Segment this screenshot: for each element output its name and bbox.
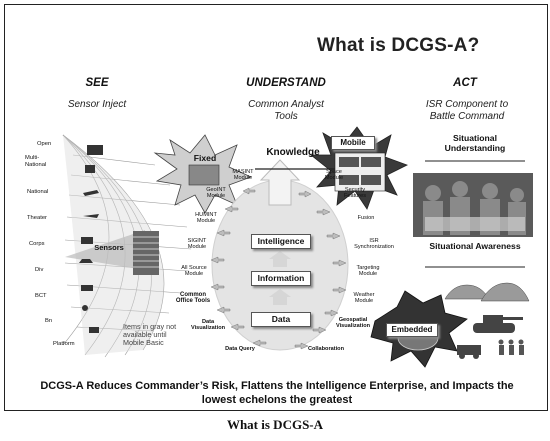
act-heading: ACT	[453, 77, 477, 89]
sensors-label: Sensors	[94, 243, 124, 252]
data-query: Data Query	[225, 346, 255, 352]
bottom-statement-line2: lowest echelons the greatest	[201, 394, 353, 406]
tank-icon	[473, 315, 523, 333]
weather-module: Weather Module	[353, 292, 375, 305]
tents-icon	[444, 282, 530, 302]
echelon-theater: Theater	[27, 215, 47, 221]
fixed-label: Fixed	[193, 153, 217, 163]
mobile-label: Mobile	[331, 136, 375, 150]
data-box: Data	[251, 312, 311, 327]
sensor-stack	[133, 231, 159, 275]
vehicle-icon	[457, 345, 481, 359]
data-visualization: Data Visualization	[190, 319, 226, 332]
embedded-label: Embedded	[386, 323, 438, 337]
masint-module: MASINT Module	[232, 169, 254, 182]
situational-awareness: Situational Awareness	[429, 241, 521, 251]
module-arrows	[210, 187, 347, 350]
humint-module: HUMINT Module	[195, 212, 217, 225]
common-office-tools: Common Office Tools	[175, 292, 211, 305]
security-features: Security Features	[343, 187, 367, 200]
echelon-corps: Corps	[29, 241, 45, 247]
bottom-statement: DCGS-A Reduces Commander’s Risk, Flatten…	[17, 379, 537, 407]
echelon-icons	[79, 145, 103, 333]
diagram-graphics	[62, 126, 533, 368]
act-subtitle: ISR Component to Battle Command	[407, 99, 527, 123]
collaboration: Collaboration	[307, 346, 345, 352]
understand-subtitle-line2: Tools	[274, 111, 298, 122]
intelligence-box: Intelligence	[251, 234, 311, 249]
echelon-platform: Platform	[53, 341, 75, 347]
geoint-module: GeoINT Module	[206, 187, 226, 200]
understand-heading: UNDERSTAND	[246, 77, 326, 89]
bottom-statement-line1: DCGS-A Reduces Commander’s Risk, Flatten…	[40, 380, 514, 392]
information-box: Information	[251, 271, 311, 286]
fixed-map	[188, 164, 220, 186]
echelon-div: Div	[35, 267, 44, 273]
slide: What is DCGS-A? SEE Sensor Inject UNDERS…	[4, 4, 548, 411]
see-subtitle: Sensor Inject	[67, 99, 127, 110]
sigint-module: SIGINT Module	[187, 238, 207, 251]
knowledge-arrow	[259, 159, 301, 206]
fusion-module: Fusion	[357, 215, 375, 221]
soldiers-icon	[498, 339, 524, 355]
understand-subtitle: Common Analyst Tools	[231, 99, 341, 123]
targeting-module: Targeting Module	[356, 265, 380, 278]
see-heading: SEE	[85, 77, 109, 89]
echelon-multi-national: Multi-National	[25, 155, 47, 168]
act-subtitle-line1: ISR Component to	[425, 99, 509, 110]
echelon-national: National	[27, 189, 49, 195]
knowledge-label: Knowledge	[266, 147, 320, 158]
understand-subtitle-line1: Common Analyst	[248, 99, 324, 110]
echelon-bct: BCT	[35, 293, 47, 299]
act-subtitle-line2: Battle Command	[429, 111, 505, 122]
all-source-module: All Source Module	[181, 265, 207, 278]
figure-caption: What is DCGS-A	[226, 417, 324, 432]
geospatial-visualization: Geospatial Visualization	[335, 317, 371, 330]
slide-title: What is DCGS-A?	[317, 35, 480, 56]
echelon-bn: Bn	[45, 318, 53, 324]
gray-items-note: Items in gray not available until Mobile…	[123, 322, 177, 348]
space-module: Space Module	[324, 169, 344, 182]
situational-understanding: Situational Understanding	[444, 133, 506, 153]
isr-synchronization: ISR Synchronization	[354, 238, 394, 251]
echelon-open: Open	[37, 141, 52, 147]
